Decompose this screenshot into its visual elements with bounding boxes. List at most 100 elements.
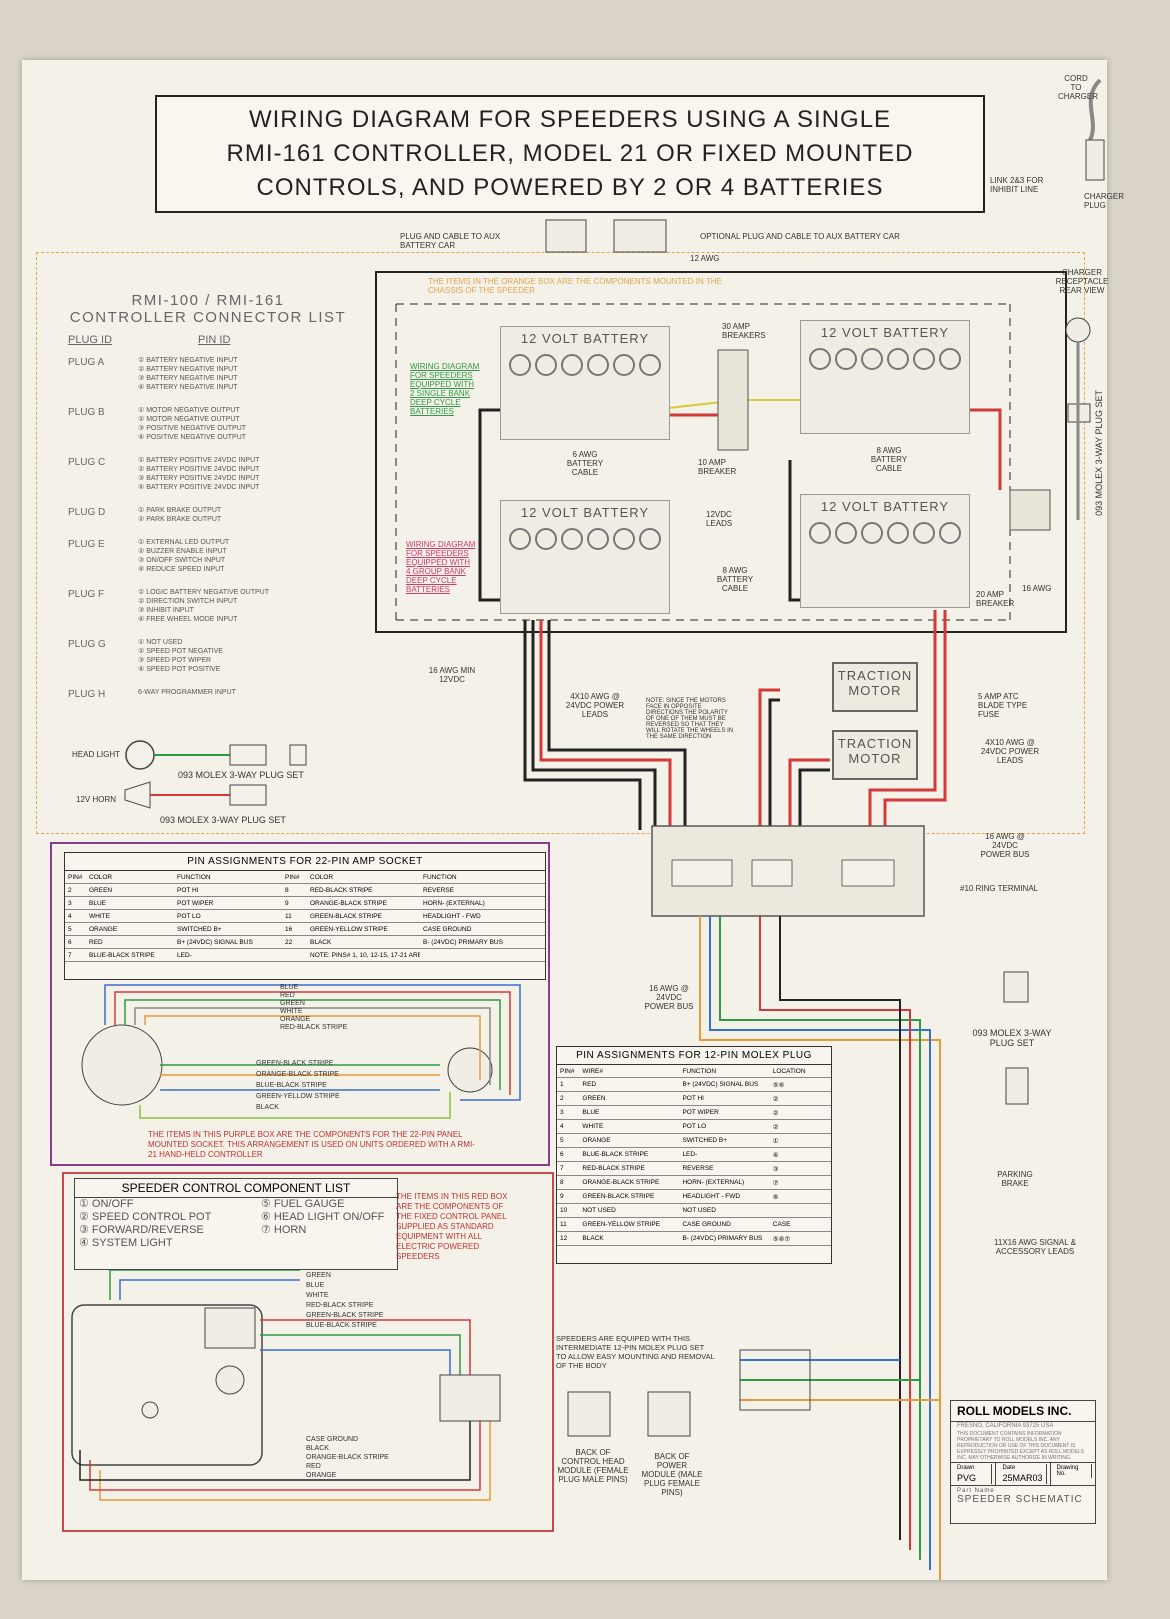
table-cell: 6 xyxy=(68,938,72,946)
aux-plug-2 xyxy=(613,219,667,253)
pin-item: ④ SPEED POT POSITIVE xyxy=(138,666,221,673)
amp22-header-cell: COLOR xyxy=(89,873,113,881)
table-cell: ④ xyxy=(772,1151,779,1159)
table-cell: GREEN xyxy=(89,886,113,894)
power-lead-2 xyxy=(531,620,657,830)
table-cell: ③ xyxy=(772,1165,779,1173)
breaker-10-label: 10 AMP BREAKER xyxy=(698,458,737,476)
controller-plug-3 xyxy=(841,859,895,887)
wire-label: BLUE-BLACK STRIPE xyxy=(256,1082,327,1089)
pin-item: ③ BATTERY NEGATIVE INPUT xyxy=(138,375,238,382)
signal-lead-orange xyxy=(699,916,941,1580)
power-leads-right-label: 4x10 AWG @ 24Vdc POWER LEADS xyxy=(980,738,1040,765)
table-cell: POT WIPER xyxy=(682,1109,719,1116)
plug-id: PLUG C xyxy=(68,457,106,468)
pin-item: ④ BATTERY POSITIVE 24VDC INPUT xyxy=(138,484,260,491)
pin-item: ④ BATTERY NEGATIVE INPUT xyxy=(138,384,238,391)
amp22-header-cell: COLOR xyxy=(310,873,334,881)
pin-item: ③ POSITIVE NEGATIVE OUTPUT xyxy=(138,425,247,432)
controller-connector-list: RMI-100 / RMI-161 CONTROLLER CONNECTOR L… xyxy=(68,292,348,700)
wire-label: RED-BLACK STRIPE xyxy=(306,1302,374,1309)
charger-receptacle-label: CHARGER RECEPTACLE REAR VIEW xyxy=(1055,268,1109,295)
table-cell: 5 xyxy=(68,925,72,933)
wire-label: BLUE xyxy=(306,1282,325,1289)
molex12-header-cell: LOCATION xyxy=(772,1067,806,1075)
table-cell: 9 xyxy=(560,1193,564,1200)
control-head-module-back xyxy=(567,1391,611,1437)
table-cell: ORANGE xyxy=(582,1137,611,1144)
awg-12-label: 12 AWG xyxy=(690,254,720,263)
table-cell: GREEN-YELLOW STRIPE xyxy=(310,925,388,933)
parking-brake-label: PARKING BRAKE xyxy=(997,1170,1033,1188)
table-cell: 8 xyxy=(285,886,289,894)
amp-wire-white xyxy=(134,1007,491,1085)
table-cell: 3 xyxy=(68,899,72,907)
battery-1-label: 12 VOLT BATTERY xyxy=(520,331,650,346)
amp-wire-red xyxy=(114,991,511,1095)
charger-plug-icon xyxy=(1085,139,1105,181)
wire-label: BLACK xyxy=(306,1445,329,1452)
horn-icon xyxy=(124,781,151,809)
table-cell: GREEN-YELLOW STRIPE xyxy=(582,1221,661,1228)
component-item: ① ON/OFF xyxy=(79,1198,134,1210)
plug-id: PLUG F xyxy=(68,589,105,600)
table-cell: BLUE xyxy=(582,1109,600,1116)
table-cell: 10 xyxy=(560,1207,568,1214)
table-cell: LED- xyxy=(682,1151,698,1158)
amp22-title: PIN ASSIGNMENTS FOR 22-PIN AMP SOCKET xyxy=(65,853,545,871)
charger-cord-top xyxy=(1088,78,1102,141)
component-list-title: SPEEDER CONTROL COMPONENT LIST xyxy=(75,1179,397,1198)
optional-plug-label: OPTIONAL PLUG AND CABLE TO AUX BATTERY C… xyxy=(700,232,900,241)
table-cell: 2 xyxy=(560,1095,564,1102)
head-light-plug xyxy=(229,744,267,766)
leads-12v-label: 12Vdc LEADS xyxy=(706,510,733,528)
battery-4: 12 VOLT BATTERY xyxy=(800,494,970,608)
awg-16-label: 16 AWG xyxy=(1022,584,1052,593)
molex-3way-label: 093 MOLEX 3-WAY PLUG SET xyxy=(972,1028,1052,1048)
table-cell: ① xyxy=(772,1137,779,1145)
battery-2-label: 12 VOLT BATTERY xyxy=(820,325,950,340)
connector-list-title-1: RMI-100 / RMI-161 xyxy=(131,292,285,309)
wire-label: WHITE xyxy=(306,1292,329,1299)
horn-label: 12V HORN xyxy=(76,795,117,804)
table-cell: RED xyxy=(582,1081,597,1088)
wire-label: GREEN-BLACK STRIPE xyxy=(256,1060,334,1067)
wire-label: BLUE-BLACK STRIPE xyxy=(306,1322,377,1329)
head-light-socket xyxy=(289,744,307,766)
pin-item: ① BATTERY POSITIVE 24VDC INPUT xyxy=(138,457,260,464)
plug-id: PLUG A xyxy=(68,357,105,368)
table-cell: 8 xyxy=(560,1179,564,1186)
table-cell: POT LO xyxy=(177,912,201,920)
motor-lead-3 xyxy=(788,758,830,830)
table-cell: 22 xyxy=(285,938,293,946)
system-light-icon xyxy=(141,1401,159,1419)
panel-wire-blue xyxy=(119,1279,300,1300)
parking-brake-icon xyxy=(1005,1067,1029,1105)
schematic-sheet xyxy=(22,60,1107,1580)
charger-plug-label: CHARGER PLUG xyxy=(1084,192,1125,210)
table-cell: SWITCHED B+ xyxy=(177,925,222,933)
table-cell: RED xyxy=(89,938,103,946)
signal-lead-green xyxy=(719,916,921,1560)
intermediate-plug-note: SPEEDERS ARE EQUIPED WITH THIS INTERMEDI… xyxy=(556,1334,715,1370)
table-cell: BLACK xyxy=(310,938,332,946)
power-bus-label: 16 AWG @ 24Vdc POWER BUS xyxy=(644,984,694,1011)
plug-id: PLUG D xyxy=(68,507,106,518)
table-cell: 9 xyxy=(285,899,289,907)
drawn-by: PVG xyxy=(954,1472,993,1484)
component-item: ④ SYSTEM LIGHT xyxy=(79,1237,173,1249)
